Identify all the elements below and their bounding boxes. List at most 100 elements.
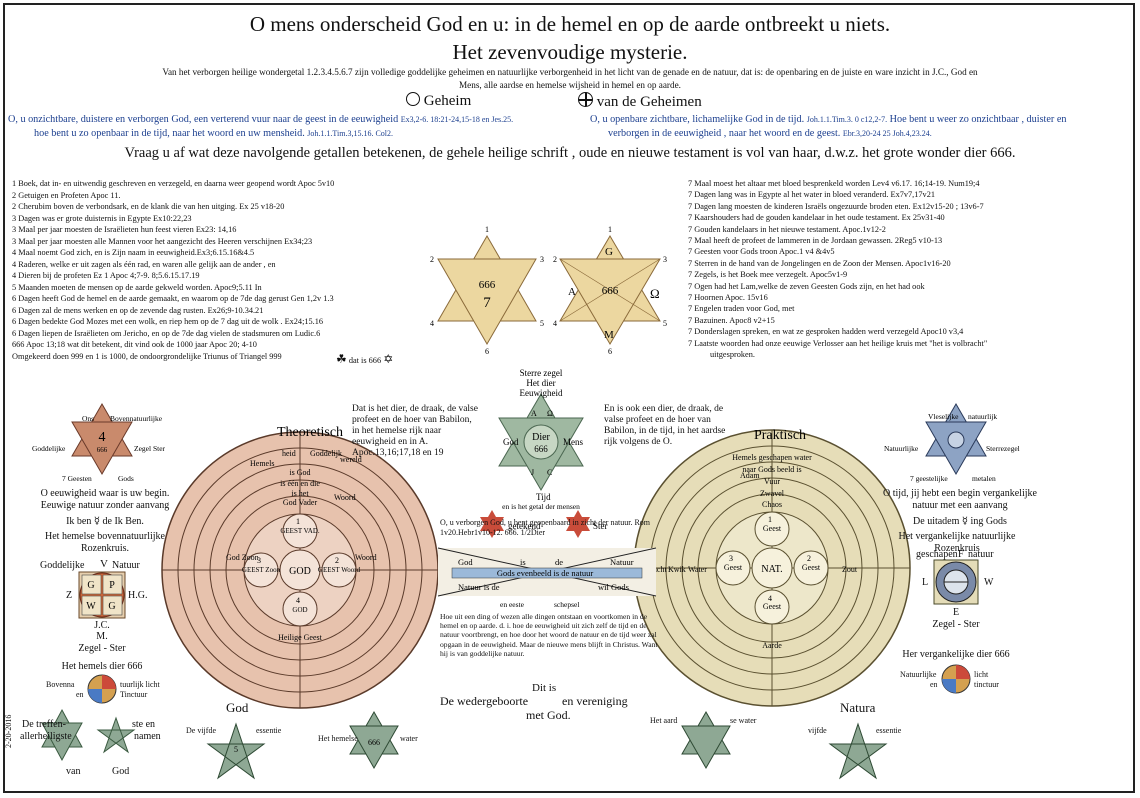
circle-symbol-icon [406,92,420,106]
list-item: uitgesproken. [710,350,755,360]
list-item: 2 Cherubim boven de verbondsark, en de k… [12,202,285,211]
list-item: 7 Donderslagen spreken, en wat ze gespro… [688,327,964,337]
theo-side-2: God Zoon [226,553,259,562]
hex-right-point-6: 6 [608,347,612,356]
lts-zegel: Zegel Ster [134,444,166,453]
small-star-left [480,510,504,538]
hex-right-point-1: 1 [608,225,612,234]
rozenkruis-right [933,559,979,605]
blue-left-2-ref: Joh.1.1.Tim.3,15.16. Col2. [307,129,394,138]
prak-num-1: 1 [768,515,772,524]
top-left-hexagram: 666 7 1 2 3 4 5 6 [430,225,544,356]
center-line-1b: zicht der natuur. Rom 1v20.Hebr1v10-12. … [440,518,651,537]
page-title: O mens onderscheid God en u: in de hemel… [249,12,891,36]
uitadem-line: De uitadem ☿ ing Gods [880,516,1040,528]
left-z: Z [66,590,73,601]
svg-text:W: W [86,601,96,612]
list-item: 6 Dagen zal de mens werken en op de zeve… [12,305,264,315]
hex-left-7: 7 [483,295,491,311]
lts-boven: Bovennatuurlijke [110,414,163,423]
seal-letter-omega: Ω [547,409,553,418]
right-f: F [958,549,964,560]
list-item: 3 Dagen was er grote duisternis in Egypt… [12,213,192,223]
rts-natuurlijke: Natuurlijke [884,444,919,453]
left-top-star: 4 666 [71,402,133,476]
bar-top-natuur: Natuur [610,557,634,567]
left-hg: H.G. [128,590,148,601]
how-text: Hoe uit een ding of wezen alle dingen on… [440,612,658,658]
bottom-water-l: water [400,734,418,743]
svg-text:G: G [108,601,115,612]
lts-7geesten: 7 Geesten [62,474,92,483]
bar-top-is: is [520,557,526,567]
hexagram-icon: ✡ [383,352,394,366]
trinity-knot-icon: ☘ [336,352,347,366]
seal-mens: Mens [563,437,583,447]
crossed-circle-icon [578,92,593,107]
prak-quad-2: Geest [802,563,821,572]
prak-num-2: 2 [807,554,811,563]
right-natuurlijke: Natuurlijke [900,670,937,679]
prak-quad-3: Geest [724,563,743,572]
list-item: 4 Dieren bij de profeten Ez 1 Apoc 4;7-9… [12,271,200,280]
de-ik-ben: de Ik Ben. [102,516,144,527]
seal-letter-c: C [547,468,552,477]
hex-right-omega: Ω [650,286,660,301]
van-geheimen-label: van de Geheimen [578,92,702,111]
bp-god-num: 5 [234,745,238,754]
list-item: 4 Raderen, welke er uit zagen als één ra… [12,259,276,269]
list-item: 7 Hoornen Apoc. 15v16 [688,293,768,303]
theo-num-2: 2 [335,556,339,565]
rts-natuurlijk: natuurlijk [968,412,997,421]
rts-7geestelijke: 7 geestelijke [910,474,948,483]
theoretisch-title: Theoretisch [277,425,343,440]
hex-right-point-5: 5 [663,319,667,328]
rebirth-1: De wedergeboorte [440,694,529,708]
center-line-1: O, u verborgen God, u bent geopenbaard i… [440,518,579,527]
vergankelijke-rozenkruis: Het vergankelijke natuurlijke Rozenkruis [898,531,1016,554]
hex-right-point-4: 4 [553,319,557,328]
prak-ring-1: Hemels geschapen water [732,453,812,462]
ik-ben-line: Ik ben ☿ de Ik Ben. [30,516,180,528]
bh-666: 666 [368,738,380,747]
list-item: Omgekeerd doen 999 en 1 is 1000, de ondo… [12,351,282,361]
list-item: 5 Maanden moeten de mensen op de aarde g… [12,282,262,292]
prak-side-2: Kwik [668,565,686,574]
seal-ster: Ster [593,521,608,531]
bar-eerste: en eeste [500,600,525,609]
ik-ben: Ik ben [66,516,92,527]
list-item: 7 Dagen lang was in Egypte al het water … [688,190,935,200]
bottom-hex-hemelse: 666 [349,710,399,770]
lts-gods: Gods [118,474,134,483]
bar-schepsel: schepsel [554,600,579,609]
praktisch-circle: NAT. Geest Geest Geest Geest Hemels gesc… [633,429,911,707]
bottom-se-water: se water [730,716,757,725]
hex-right-point-3: 3 [663,255,667,264]
blue-left-2: hoe bent u zo openbaar in de tijd, naar … [34,128,305,139]
lts-ons: Ons [82,414,94,423]
seal-caption-2: Het dier [526,378,555,388]
prak-ring-6: Chaos [762,500,782,509]
hex-left-point-2: 2 [430,255,434,264]
seal-dier: Dier [532,432,550,443]
list-item: 4 Maal noemt God zich, en is Zijn naam i… [12,248,255,257]
right-e: E [952,607,960,618]
geheim-text: Geheim [423,93,472,109]
top-right-hexagram: 666 G A M Ω 1 2 3 4 5 6 [553,225,667,356]
center-seal-hexagram: Dier 666 A Ω J C God Mens Tijd [498,393,584,502]
prak-quad-4: Geest [763,602,782,611]
left-namen: namen [134,731,161,742]
prak-ring-3: Adam [740,471,760,480]
small-star-right [566,510,590,538]
rts-sterrezegel: Sterrezegel [986,444,1020,453]
hex-right-a: A [568,286,576,298]
theo-ring-2: heid [282,449,296,458]
right-verg-dier: Her vergankelijke dier 666 [902,649,1010,660]
bottom-pent-natura [828,722,888,780]
bottom-hemelse: Het hemelse [318,734,358,743]
center-text-1: O, u verborgen God, u bent geopenbaard i… [440,518,658,538]
eternity-text: O eeuwigheid waar is uw begin. Eeuwige n… [40,488,170,511]
prak-quad-1: Geest [763,524,782,533]
svg-text:G: G [87,580,94,591]
blue-right-block: O, u openbare zichtbare, lichamelijke Go… [590,113,1130,141]
